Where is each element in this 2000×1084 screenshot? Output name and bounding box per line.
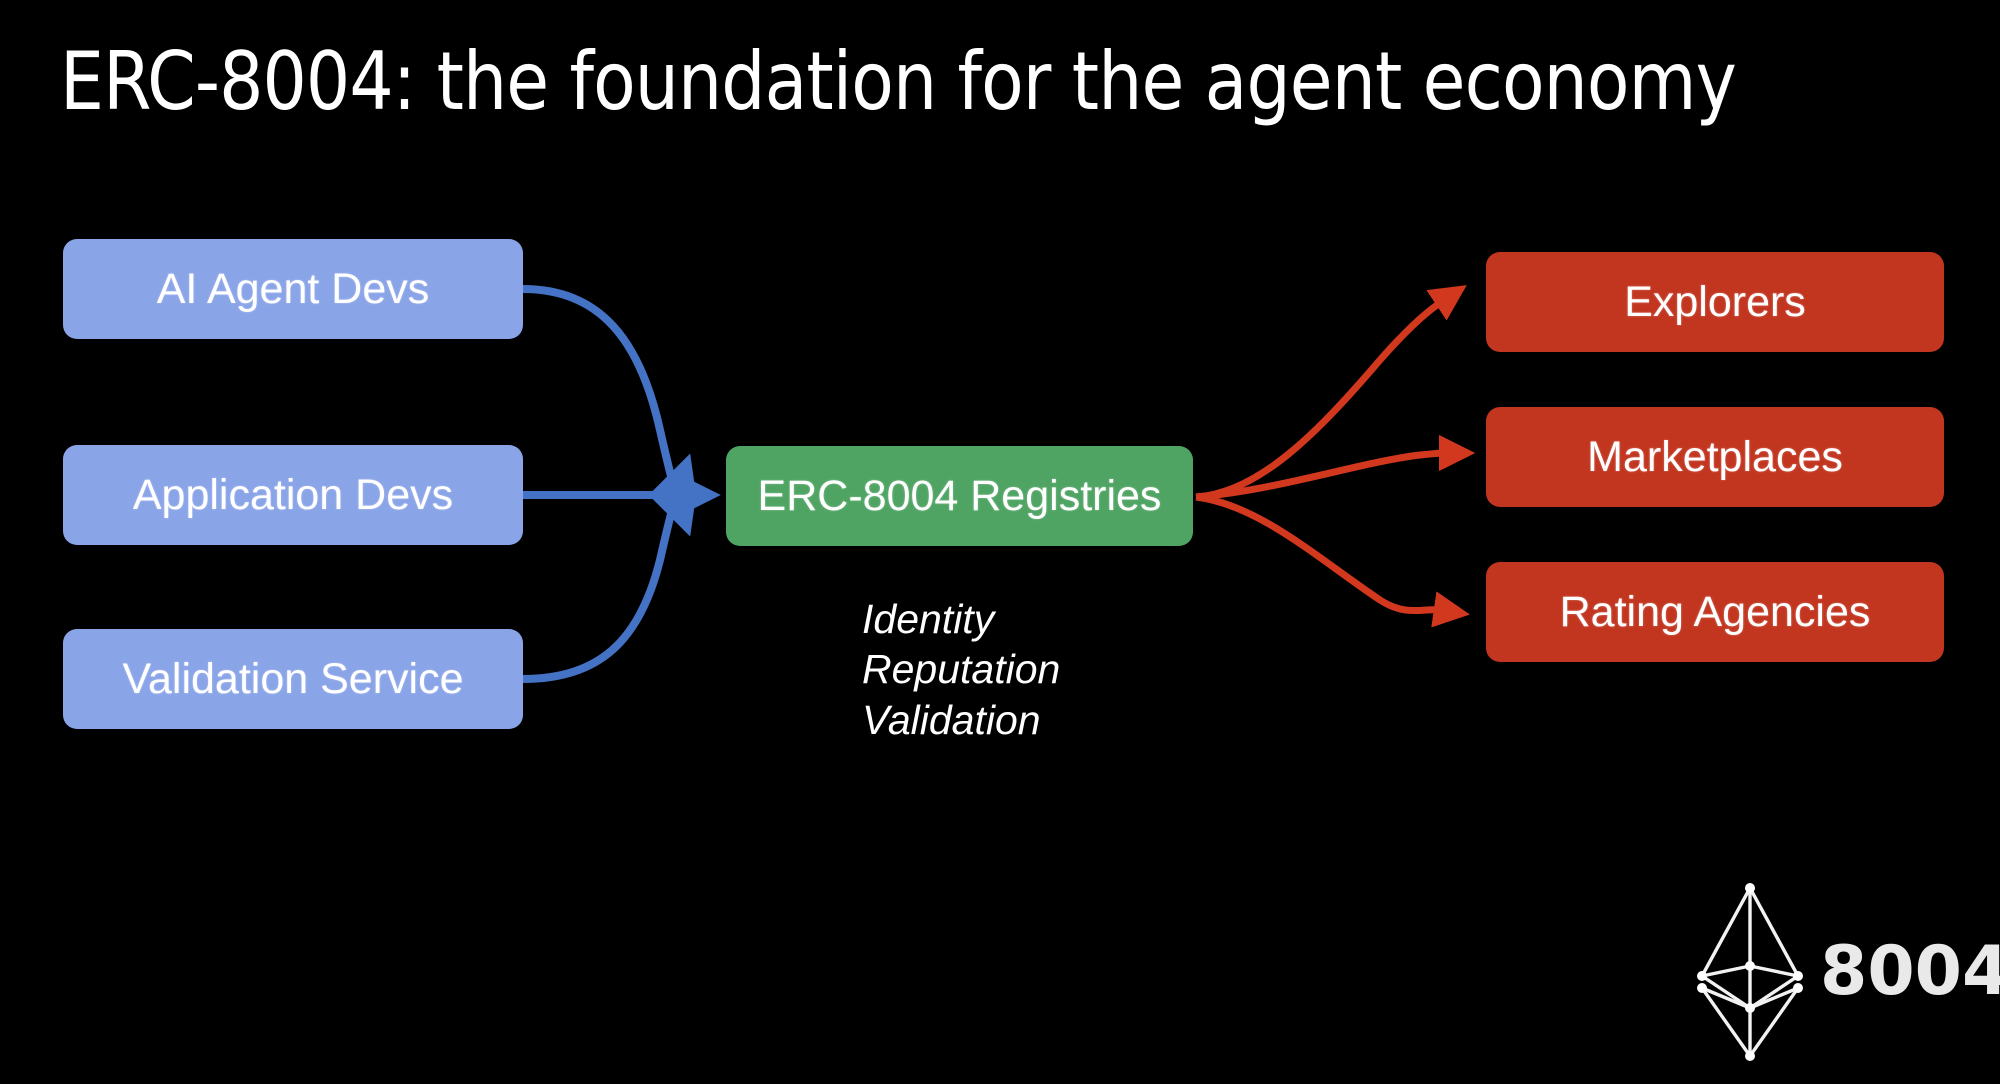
edge-registries-to-rating-agencies [1195, 493, 1470, 628]
node-label: Validation Service [122, 654, 464, 703]
edge-registries-to-marketplaces [1195, 434, 1476, 501]
node-label: Explorers [1624, 277, 1806, 326]
node-label: ERC-8004 Registries [757, 471, 1162, 520]
registry-function-reputation: Reputation [862, 646, 1061, 693]
ethereum-diamond-icon [1697, 882, 1803, 1061]
node-application-devs[interactable]: Application Devs [63, 445, 523, 545]
node-explorers[interactable]: Explorers [1486, 252, 1944, 352]
red-edges [1195, 285, 1476, 628]
node-label: AI Agent Devs [156, 264, 430, 313]
brand-label: 8004 [1820, 932, 2000, 1011]
edge-registries-to-explorers [1195, 285, 1467, 501]
edge-ai-agent-devs-to-registries [522, 285, 698, 537]
registry-function-validation: Validation [862, 696, 1041, 743]
node-ai-agent-devs[interactable]: AI Agent Devs [63, 239, 523, 339]
node-rating-agencies[interactable]: Rating Agencies [1486, 562, 1944, 662]
node-marketplaces[interactable]: Marketplaces [1486, 407, 1944, 507]
node-label: Application Devs [132, 470, 454, 519]
blue-edges [522, 285, 721, 683]
node-label: Rating Agencies [1559, 587, 1871, 636]
node-label: Marketplaces [1587, 432, 1843, 481]
page-title: ERC-8004: the foundation for the agent e… [60, 35, 1737, 128]
brand-mark: 8004 [1690, 872, 2000, 1072]
node-validation-service[interactable]: Validation Service [63, 629, 523, 729]
node-erc-8004-registries[interactable]: ERC-8004 Registries [726, 446, 1193, 546]
edge-validation-service-to-registries [522, 453, 698, 683]
registry-function-identity: Identity [862, 596, 995, 642]
registry-functions-list: Identity Reputation Validation [862, 595, 1060, 746]
